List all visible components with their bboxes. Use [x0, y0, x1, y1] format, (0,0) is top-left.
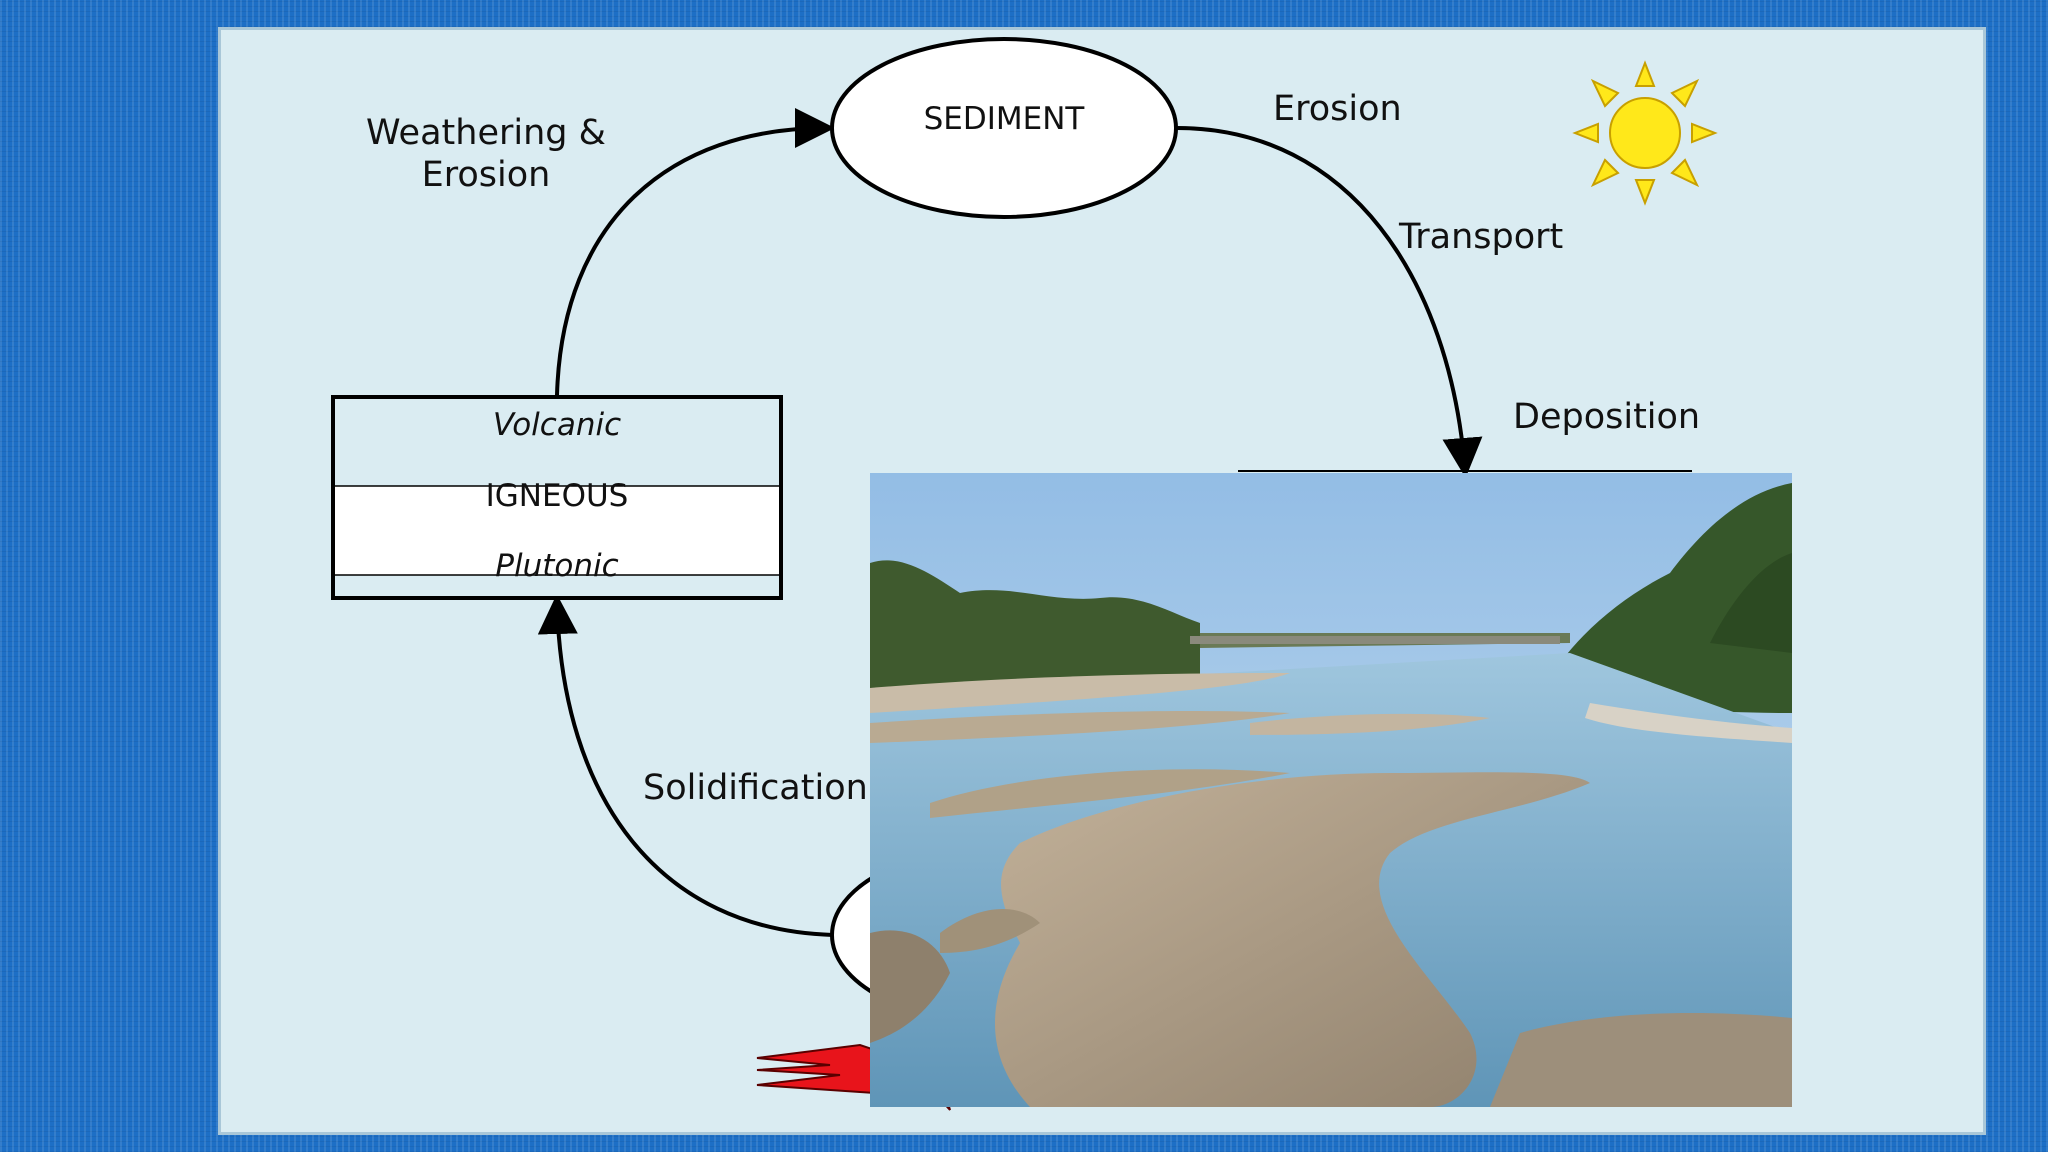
- solidification-label: Solidification: [643, 768, 868, 808]
- igneous-label: IGNEOUS: [485, 478, 629, 514]
- sediment-node: [830, 37, 1178, 219]
- deposition-label: Deposition: [1513, 397, 1701, 437]
- transport-label: Transport: [1399, 217, 1564, 257]
- arrow-igneous-to-sediment: [555, 108, 835, 396]
- arrow-sediment-to-deposition: [1176, 126, 1483, 478]
- arrow-magma-to-igneous: [537, 594, 834, 937]
- igneous-mid-band: [335, 486, 779, 575]
- sediment-label: SEDIMENT: [923, 101, 1085, 137]
- erosion-label: Erosion: [1273, 89, 1402, 129]
- plutonic-label: Plutonic: [495, 548, 619, 584]
- weathering-erosion-label: Weathering & Erosion: [366, 113, 606, 195]
- river-photo: [870, 473, 1792, 1107]
- volcanic-label: Volcanic: [492, 407, 622, 443]
- sun-icon: [1572, 60, 1718, 206]
